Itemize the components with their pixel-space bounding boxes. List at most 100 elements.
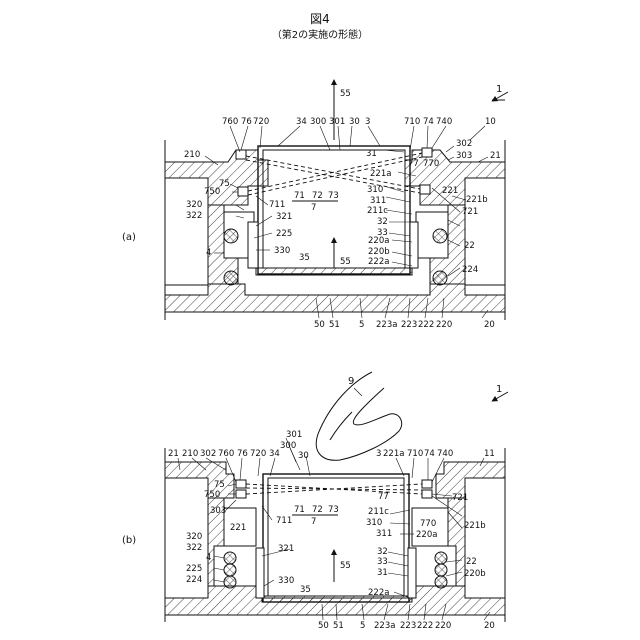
label-221: 221: [442, 186, 458, 196]
label-34-b: 34: [269, 449, 280, 459]
label-55-mid: 55: [340, 257, 351, 267]
sensor-760-b: [236, 480, 246, 488]
label-760: 760: [222, 117, 238, 127]
label-50-b: 50: [318, 621, 329, 631]
label-74: 74: [423, 117, 434, 127]
label-221b: 221b: [466, 195, 488, 205]
label-22-b: 22: [466, 557, 477, 567]
label-221b-b: 221b: [464, 521, 486, 531]
o-ring-b-l3: [224, 576, 236, 588]
sensor-770: [420, 185, 430, 194]
panel-a: (a): [122, 82, 508, 330]
label-220-b: 220: [435, 621, 451, 631]
label-321: 321: [276, 212, 292, 222]
label-760-b: 760: [218, 449, 234, 459]
label-72-b: 72: [312, 505, 323, 515]
label-71: 71: [294, 191, 305, 201]
label-300: 300: [310, 117, 326, 127]
label-310-b: 310: [366, 518, 382, 528]
label-75: 75: [219, 179, 230, 189]
sensor-740: [422, 148, 432, 157]
label-330-b: 330: [278, 576, 294, 586]
o-ring-b-r2: [435, 564, 447, 576]
label-311: 311: [370, 196, 386, 206]
label-721-b: 721: [452, 493, 468, 503]
label-222a: 222a: [368, 257, 389, 267]
label-750-b: 750: [204, 490, 220, 500]
label-10: 10: [485, 117, 496, 127]
label-55-top: 55: [340, 89, 351, 99]
label-32: 32: [377, 217, 388, 227]
label-77: 77: [408, 159, 419, 169]
label-31: 31: [366, 149, 377, 159]
label-223: 223: [401, 320, 417, 330]
upper-plate-right-b: [436, 462, 505, 498]
label-3-b: 3: [376, 449, 381, 459]
label-223a-b: 223a: [374, 621, 395, 631]
label-31-b: 31: [377, 568, 388, 578]
label-33-b: 33: [377, 557, 388, 567]
bottom-plate-35-b: [262, 596, 412, 602]
o-ring-b-r1: [435, 552, 447, 564]
label-4-b: 4: [206, 553, 211, 563]
label-224-b: 224: [186, 575, 202, 585]
label-303: 303: [456, 151, 472, 161]
label-35-b: 35: [300, 585, 311, 595]
label-9: 9: [348, 376, 354, 387]
label-55-b: 55: [340, 561, 351, 571]
label-22: 22: [464, 241, 475, 251]
label-302: 302: [456, 139, 472, 149]
label-7: 7: [311, 203, 316, 213]
label-5-b: 5: [360, 621, 365, 631]
finger-9: [316, 372, 401, 460]
label-73-b: 73: [328, 505, 339, 515]
label-223a: 223a: [376, 320, 397, 330]
label-75-b: 75: [214, 480, 225, 490]
label-71-b: 71: [294, 505, 305, 515]
label-720: 720: [253, 117, 269, 127]
label-210-b: 210: [182, 449, 198, 459]
sensor-770-b: [422, 490, 432, 498]
label-311-b: 311: [376, 529, 392, 539]
o-ring-b-l2: [224, 564, 236, 576]
sensor-760: [236, 150, 246, 159]
panel-b: (b): [122, 372, 508, 631]
label-30: 30: [349, 117, 360, 127]
ref-1-b: 1: [496, 384, 502, 395]
label-32-b: 32: [377, 547, 388, 557]
panel-b-tag: (b): [122, 535, 136, 546]
label-223-b: 223: [400, 621, 416, 631]
label-740-b: 740: [437, 449, 453, 459]
label-320-b: 320: [186, 532, 202, 542]
label-3: 3: [365, 117, 370, 127]
label-310: 310: [367, 185, 383, 195]
label-76-b: 76: [237, 449, 248, 459]
label-322: 322: [186, 211, 202, 221]
panel-a-tag: (a): [122, 232, 136, 243]
label-750: 750: [204, 187, 220, 197]
label-30-b: 30: [298, 451, 309, 461]
label-720-b: 720: [250, 449, 266, 459]
label-220: 220: [436, 320, 452, 330]
label-7-b: 7: [311, 517, 316, 527]
label-303-b: 303: [210, 506, 226, 516]
o-ring-left-lower: [224, 271, 238, 285]
sensor-750: [238, 187, 248, 196]
label-20-b: 20: [484, 621, 495, 631]
sensor-750-b: [236, 490, 246, 498]
label-770-b: 770: [420, 519, 436, 529]
label-72: 72: [312, 191, 323, 201]
label-225: 225: [276, 229, 292, 239]
label-21-b: 21: [168, 449, 179, 459]
o-ring-b-r3: [435, 576, 447, 588]
label-740: 740: [436, 117, 452, 127]
label-330: 330: [274, 246, 290, 256]
label-50: 50: [314, 320, 325, 330]
label-11: 11: [484, 449, 495, 459]
rod-221c: [410, 222, 418, 268]
label-221a-b: 221a: [383, 449, 404, 459]
label-77-b: 77: [378, 492, 389, 502]
label-301: 301: [329, 117, 345, 127]
label-34: 34: [296, 117, 307, 127]
